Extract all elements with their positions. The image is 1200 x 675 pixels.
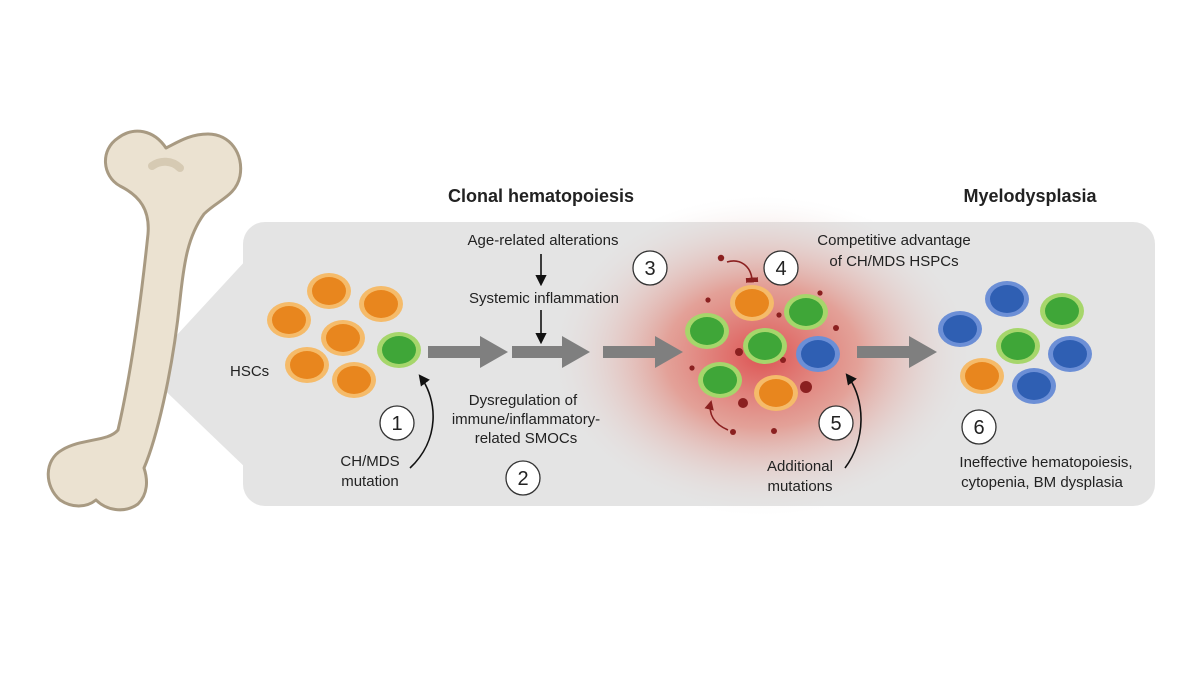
additional-label-line1: Additional — [767, 458, 833, 475]
step-number-1: 1 — [391, 413, 402, 435]
feedback-arrow — [704, 400, 729, 431]
mds-cell — [985, 281, 1029, 317]
flow-arrows — [428, 336, 937, 368]
step-number-5: 5 — [830, 413, 841, 435]
mds-cell — [1048, 336, 1092, 372]
hsc-cell — [359, 286, 403, 322]
mds-cluster — [938, 281, 1092, 404]
ch-cell — [685, 313, 729, 349]
step-number-6: 6 — [973, 417, 984, 439]
additional-mutation-arrow — [844, 373, 862, 469]
step-badge-4: 4 — [763, 250, 799, 286]
mutant-hsc-cell — [377, 332, 421, 368]
mutation-label-line1: CH/MDS — [340, 453, 399, 470]
systemic-inflammation-label: Systemic inflammation — [469, 290, 619, 307]
ch-cell — [796, 336, 840, 372]
hsc-cell — [307, 273, 351, 309]
step-badge-6: 6 — [961, 409, 997, 445]
hsc-cell — [267, 302, 311, 338]
mutation-arrow — [409, 374, 434, 469]
hscs-label: HSCs — [230, 363, 269, 380]
step-number-3: 3 — [644, 258, 655, 280]
mds-cell — [996, 328, 1040, 364]
flow-arrow-1 — [428, 336, 508, 368]
step-badge-1: 1 — [379, 405, 415, 441]
flow-arrow-4 — [857, 336, 937, 368]
step-badge-3: 3 — [632, 250, 668, 286]
outcome-label-line2: cytopenia, BM dysplasia — [961, 474, 1123, 491]
mds-cell — [1012, 368, 1056, 404]
title-clonal-hematopoiesis: Clonal hematopoiesis — [448, 186, 634, 206]
additional-label-line2: mutations — [767, 478, 832, 495]
flow-arrow-2 — [512, 336, 590, 368]
ch-cell — [784, 294, 828, 330]
mds-cell — [960, 358, 1004, 394]
dysregulation-label-line2: immune/inflammatory- — [452, 411, 600, 428]
mutation-label-line2: mutation — [341, 473, 399, 490]
hsc-cell — [332, 362, 376, 398]
ch-cell — [730, 285, 774, 321]
cytokine-dots — [689, 254, 839, 435]
hsc-cell — [285, 347, 329, 383]
step-number-2: 2 — [517, 468, 528, 490]
age-related-label: Age-related alterations — [468, 232, 619, 249]
hsc-cluster — [267, 273, 421, 398]
step-number-4: 4 — [775, 258, 786, 280]
ch-cell — [743, 328, 787, 364]
dysregulation-label-line3: related SMOCs — [475, 430, 578, 447]
ch-cell — [698, 362, 742, 398]
outcome-label-line1: Ineffective hematopoiesis, — [959, 454, 1132, 471]
mds-cell — [938, 311, 982, 347]
competitive-label-line1: Competitive advantage — [817, 232, 970, 249]
inhibition-arrow — [726, 260, 759, 283]
step-badge-2: 2 — [505, 460, 541, 496]
step-badge-5: 5 — [818, 405, 854, 441]
dysregulation-label-line1: Dysregulation of — [469, 392, 578, 409]
title-myelodysplasia: Myelodysplasia — [963, 186, 1097, 206]
hsc-cell — [321, 320, 365, 356]
competitive-label-line2: of CH/MDS HSPCs — [829, 253, 958, 270]
mds-cell — [1040, 293, 1084, 329]
ch-mds-cluster — [685, 254, 840, 435]
flow-arrow-3 — [603, 336, 683, 368]
ch-cell — [754, 375, 798, 411]
bone-illustration — [46, 129, 243, 512]
